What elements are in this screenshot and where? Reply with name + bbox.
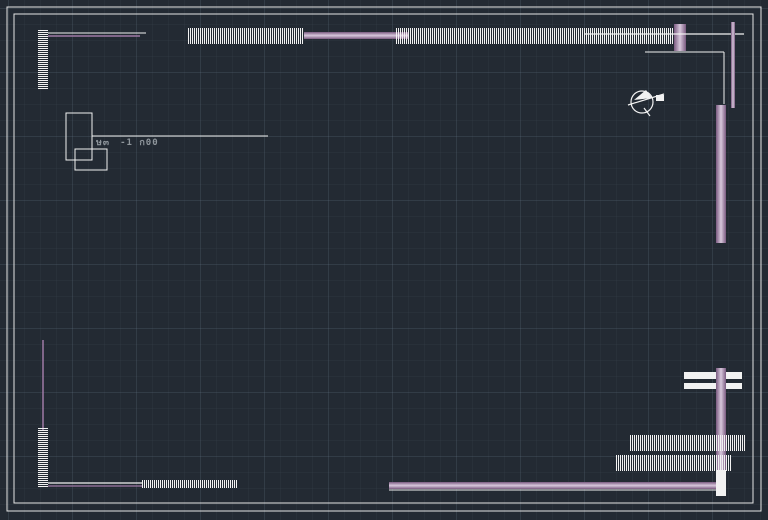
wall-hatch-top-a[interactable]	[187, 28, 304, 44]
column-top-right[interactable]	[674, 24, 686, 51]
wall-purple-right[interactable]	[716, 105, 726, 243]
wall-hatch-right-b[interactable]	[615, 455, 732, 471]
wall-hatch-bottom-left-b[interactable]	[142, 480, 238, 488]
wall-purple-bottom[interactable]	[389, 482, 725, 489]
stair-bar-a[interactable]	[684, 372, 742, 379]
annotation-label: ษ๓ -1 ก00	[96, 138, 169, 148]
wall-purple-top[interactable]	[304, 32, 408, 39]
wall-hatch-top-left[interactable]	[38, 30, 48, 90]
annotation-text-1: ษ๓	[96, 138, 111, 148]
wall-purple-right-top[interactable]	[731, 22, 735, 108]
annotation-box-b[interactable]	[74, 148, 108, 171]
annotation-box-a[interactable]	[65, 112, 93, 161]
column-bottom-right[interactable]	[716, 470, 726, 496]
wall-hatch-top-b[interactable]	[396, 28, 676, 44]
wall-purple-right-bottom[interactable]	[716, 368, 726, 496]
outer-frame	[6, 6, 762, 512]
annotation-text-2: -1 ก00	[120, 138, 159, 148]
wall-hatch-right-a[interactable]	[630, 435, 746, 451]
inner-frame	[13, 13, 754, 504]
compass-north-icon[interactable]	[627, 90, 665, 117]
wall-hatch-bottom-left[interactable]	[38, 428, 48, 488]
stair-bar-b[interactable]	[684, 383, 742, 389]
